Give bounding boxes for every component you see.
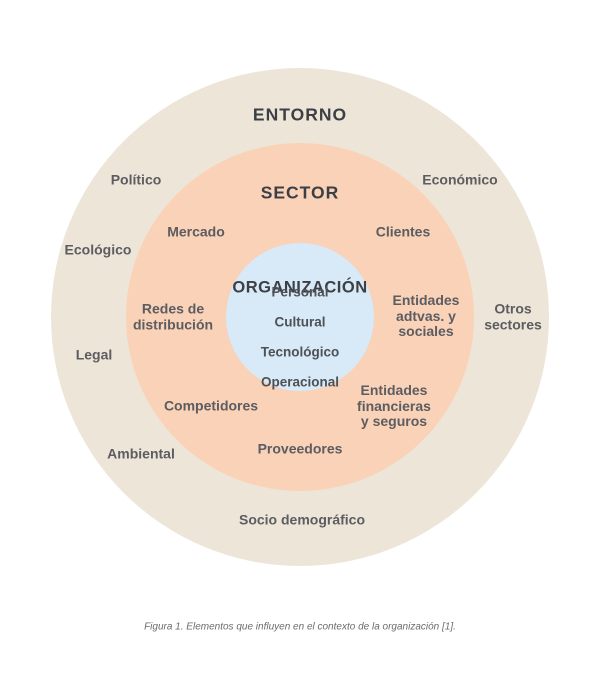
organizacion-item-cultural: Cultural: [274, 314, 326, 330]
entorno-label-socio-demografico: Socio demográfico: [238, 511, 366, 528]
organizacion-item-operacional: Operacional: [260, 374, 340, 390]
entorno-label-economico: Económico: [422, 171, 498, 188]
sector-label-competidores: Competidores: [163, 397, 259, 414]
entorno-label-politico: Político: [110, 171, 162, 188]
organizacion-item-tecnologico: Tecnológico: [260, 344, 340, 360]
sector-label-mercado: Mercado: [167, 223, 225, 240]
organizacion-item-personal: Personal: [271, 284, 329, 300]
organizacion-items: Personal Cultural Tecnológico Operaciona…: [261, 270, 340, 405]
organizacion-title: ORGANIZACIÓN: [232, 278, 368, 297]
sector-title: SECTOR: [260, 182, 340, 203]
sector-label-redes-distribucion: Redes de distribución: [132, 300, 214, 332]
entorno-label-otros-sectores: Otros sectores: [484, 300, 542, 332]
entorno-label-legal: Legal: [75, 346, 113, 363]
figure-caption: Figura 1. Elementos que influyen en el c…: [144, 621, 456, 633]
entorno-label-ambiental: Ambiental: [107, 445, 175, 462]
sector-label-proveedores: Proveedores: [257, 440, 343, 457]
organizacion-circle: [226, 243, 374, 391]
entorno-label-ecologico: Ecológico: [64, 241, 132, 258]
sector-label-entidades-adtvas: Entidades adtvas. y sociales: [392, 291, 460, 339]
sector-label-clientes: Clientes: [375, 223, 431, 240]
sector-label-entidades-financieras: Entidades financieras y seguros: [357, 381, 431, 429]
entorno-title: ENTORNO: [252, 104, 348, 125]
